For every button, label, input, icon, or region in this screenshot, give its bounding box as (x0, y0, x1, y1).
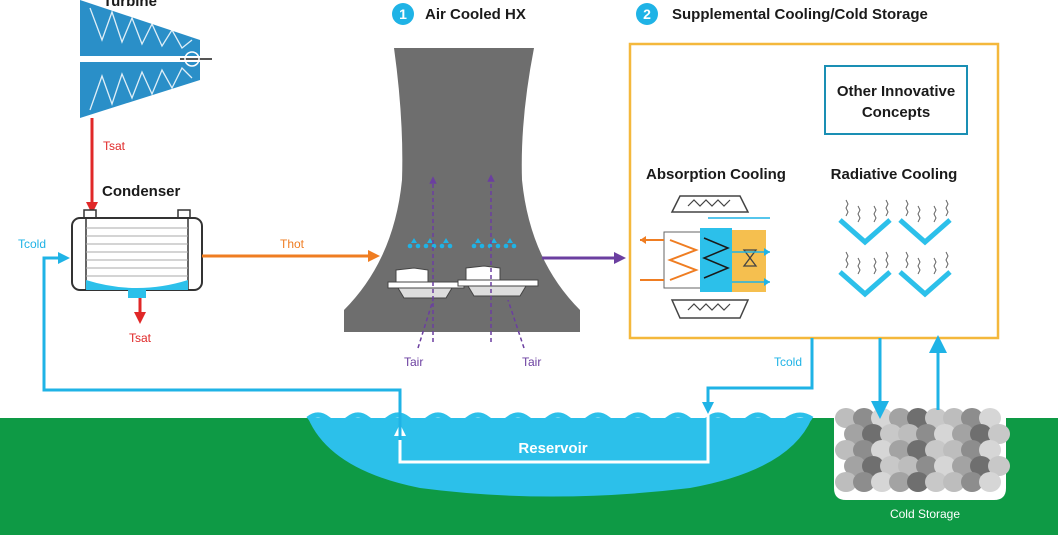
other-concepts-box (824, 65, 968, 135)
step2-number: 2 (643, 6, 651, 22)
tcold-right-label: Tcold (774, 355, 802, 369)
other-concepts-line2: Concepts (862, 104, 930, 121)
tcold-right-line (702, 338, 814, 414)
tcold-return-line (42, 252, 402, 440)
radiative-cooling-label: Radiative Cooling (831, 166, 958, 183)
reservoir-wave (306, 412, 814, 426)
rock-bed-icon (835, 408, 1010, 492)
turbine-label: Turbine (103, 0, 157, 10)
supplemental-cooling-frame (628, 42, 1000, 340)
cold-storage-label: Cold Storage (890, 507, 960, 521)
tair-left-label: Tair (404, 355, 423, 369)
absorption-cooling-label: Absorption Cooling (646, 166, 786, 183)
tsat-top-label: Tsat (103, 139, 126, 153)
step1-title: Air Cooled HX (425, 6, 526, 23)
step1-badge (392, 3, 414, 25)
radiative-panel-icon (838, 199, 952, 298)
absorption-chiller-icon (640, 195, 770, 319)
reservoir-label: Reservoir (518, 440, 587, 457)
tsat-bottom-label: Tsat (129, 331, 152, 345)
tair-right-line (507, 299, 525, 349)
tair-left-line (417, 299, 434, 349)
turbine-icon (80, 0, 212, 118)
condenser-icon (71, 209, 203, 298)
thot-label: Thot (280, 237, 305, 251)
tcold-left-label: Tcold (18, 237, 46, 251)
cooling-tower-icon (344, 48, 580, 332)
tair-right-label: Tair (522, 355, 541, 369)
other-concepts-line1: Other Innovative (837, 83, 955, 100)
step2-badge (636, 3, 658, 25)
condenser-label: Condenser (102, 183, 181, 200)
step2-title: Supplemental Cooling/Cold Storage (672, 6, 928, 23)
step1-number: 1 (399, 6, 407, 22)
reservoir-water (308, 418, 812, 497)
